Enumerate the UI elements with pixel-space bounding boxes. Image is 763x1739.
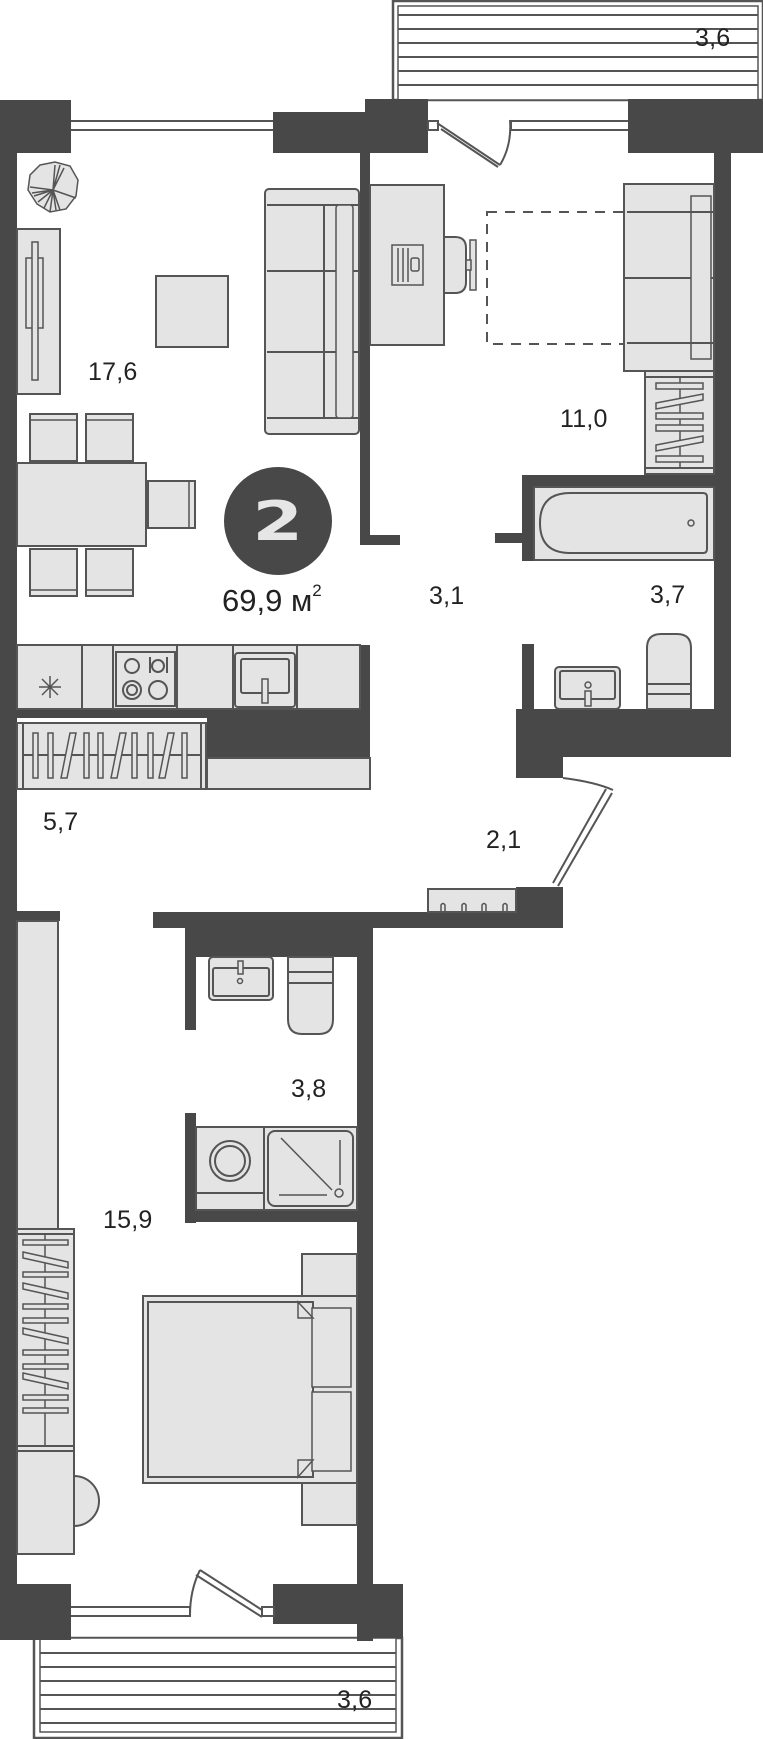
coffee-table	[155, 275, 229, 348]
area-label-balcony-bottom: 3,6	[337, 1686, 373, 1714]
coat-rack	[427, 888, 517, 913]
living-room-furniture	[16, 161, 360, 597]
desk-chair	[443, 236, 477, 294]
washing-machine-icon	[195, 1126, 265, 1211]
vanity-stool	[73, 1474, 100, 1528]
double-bed	[142, 1253, 358, 1526]
large-wardrobe	[16, 1228, 75, 1555]
toilet-icon	[646, 633, 692, 710]
area-label-hall: 3,1	[429, 582, 465, 610]
tall-cabinet	[16, 920, 59, 1230]
single-bed	[623, 183, 715, 372]
area-label-washroom: 3,8	[291, 1075, 327, 1103]
area-label-kitchen: 5,7	[43, 808, 79, 836]
area-label-bathroom: 3,7	[650, 581, 686, 609]
shower-icon	[263, 1126, 358, 1211]
rug	[486, 211, 628, 345]
doors	[189, 119, 614, 1618]
entrance-door[interactable]	[552, 777, 614, 887]
bedroom-small-furniture	[369, 183, 715, 475]
bedroom-wardrobe	[644, 370, 715, 475]
balcony-bottom	[32, 1636, 404, 1739]
total-area: 69,9 м2	[222, 580, 322, 619]
rooms-count: 2	[252, 489, 304, 553]
bathtub-icon	[533, 486, 715, 561]
bathroom-sink-icon	[554, 666, 621, 710]
balcony-door-bottom[interactable]	[189, 1569, 275, 1618]
entrance-fixtures	[427, 888, 517, 913]
walls	[0, 99, 763, 1641]
kitchen-furniture	[16, 644, 371, 790]
balcony-top	[391, 0, 763, 102]
dining-set	[16, 413, 196, 597]
area-label-entrance: 2,1	[486, 826, 522, 854]
total-area-value: 69,9	[222, 583, 283, 618]
area-label-bedroom-small: 11,0	[560, 405, 608, 433]
bedroom-large-furniture	[16, 920, 358, 1555]
bathroom-fixtures	[533, 486, 715, 710]
plant-icon	[27, 161, 79, 213]
total-area-unit: м	[290, 583, 313, 618]
desk	[369, 184, 445, 346]
kitchen-sink-icon	[234, 652, 296, 708]
washroom-sink-icon	[208, 956, 274, 1001]
kitchen-storage	[16, 722, 371, 790]
sofa	[264, 188, 360, 435]
area-label-balcony-top: 3,6	[695, 24, 731, 52]
total-area-unit-sup: 2	[312, 580, 322, 600]
balcony-door-top[interactable]	[427, 119, 512, 168]
toilet-icon-2	[287, 956, 334, 1035]
fridge-icon	[39, 676, 61, 698]
rooms-count-badge: 2	[224, 467, 332, 575]
stove-icon	[115, 651, 176, 707]
tv-console	[16, 228, 61, 395]
washroom-fixtures	[195, 956, 358, 1211]
area-label-living-room: 17,6	[88, 358, 138, 386]
area-label-bedroom-large: 15,9	[103, 1206, 153, 1234]
